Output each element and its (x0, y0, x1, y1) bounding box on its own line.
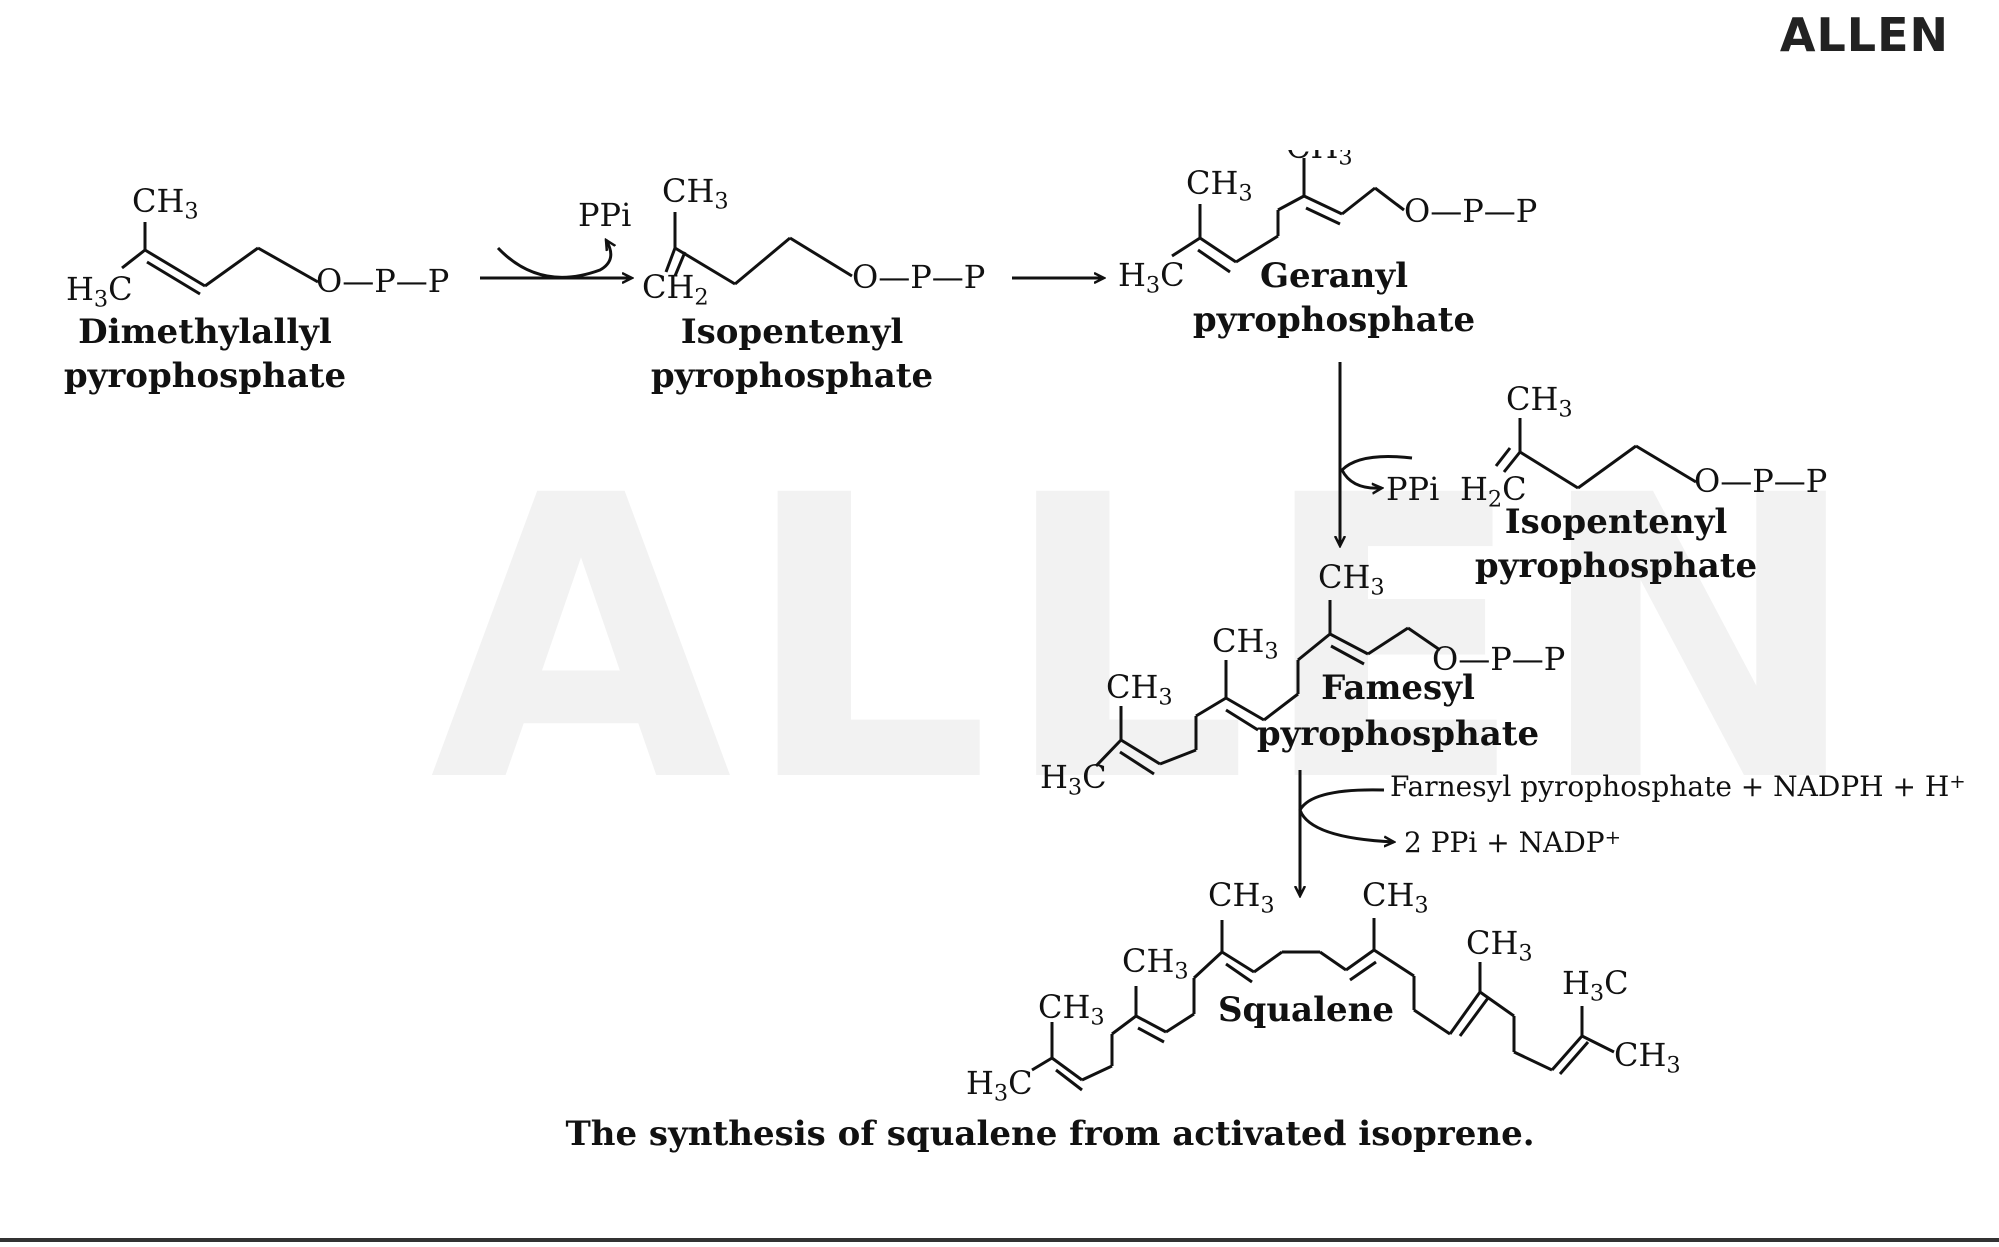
ipp2-h2c: H2C (1460, 470, 1527, 513)
fpp-h3c: H3C (1040, 758, 1107, 801)
gpp-ch3-top: CH3 (1286, 128, 1353, 171)
reaction-arrow-3 (1340, 362, 1413, 546)
gpp-opp: O—P—P (1404, 192, 1538, 230)
ipp2-name-line2: pyrophosphate (1474, 546, 1758, 586)
squalene-ch3-4: CH3 (1466, 924, 1533, 967)
fpp-opp: O—P—P (1432, 640, 1566, 678)
fpp-name-line2: pyrophosphate (1256, 714, 1540, 754)
fpp-name-line1: Famesyl (1321, 668, 1475, 708)
squalene-ch3-right: CH3 (1614, 1036, 1681, 1079)
dmapp-name-line1: Dimethylallyl (78, 312, 332, 352)
reaction-input-label: Farnesyl pyrophosphate + NADPH + H+ (1390, 770, 1966, 803)
ipp2-skeleton (1494, 418, 1697, 490)
reaction-arrow-1 (480, 240, 632, 278)
dmapp-h3c: H3C (66, 270, 133, 313)
reaction-arrow-4 (1300, 770, 1394, 896)
ipp1-name-line2: pyrophosphate (650, 356, 934, 396)
gpp-name-line1: Geranyl (1259, 256, 1409, 296)
squalene-name: Squalene (1218, 990, 1394, 1030)
bottom-rule (0, 1238, 1999, 1242)
fpp-ch3-2: CH3 (1212, 622, 1279, 665)
dmapp-name-line2: pyrophosphate (63, 356, 347, 396)
dmapp-skeleton (121, 222, 319, 296)
squalene-ch3-1: CH3 (1208, 876, 1275, 919)
squalene-skeleton (1031, 918, 1615, 1092)
fpp-ch3-3: CH3 (1106, 668, 1173, 711)
ipp2-opp: O—P—P (1694, 462, 1828, 500)
gpp-ch3: CH3 (1186, 164, 1253, 207)
fpp-ch3-1: CH3 (1318, 558, 1385, 601)
dmapp-opp: O—P—P (316, 262, 450, 300)
ipp2-ch3: CH3 (1506, 380, 1573, 423)
dmapp-ch3: CH3 (132, 182, 199, 225)
fpp-skeleton (1094, 600, 1441, 776)
ipp1-opp: O—P—P (852, 258, 986, 296)
squalene-ch3-3: CH3 (1122, 942, 1189, 985)
figure-caption: The synthesis of squalene from activated… (565, 1114, 1535, 1154)
squalene-h3c-right: H3C (1562, 964, 1629, 1007)
squalene-ch3-2: CH3 (1362, 876, 1429, 919)
reaction-output-label: 2 PPi + NADP+ (1404, 826, 1622, 859)
ipp1-ch3: CH3 (662, 172, 729, 215)
allen-logo: ALLEN (1779, 8, 1949, 62)
squalene-h3c-left: H3C (966, 1064, 1033, 1107)
ppi-label-2: PPi (1386, 470, 1440, 508)
gpp-skeleton (1171, 158, 1405, 274)
gpp-h3c: H3C (1118, 256, 1185, 299)
squalene-ch3-5: CH3 (1038, 988, 1105, 1031)
ppi-label-1: PPi (578, 196, 632, 234)
ipp2-name-line1: Isopentenyl (1504, 502, 1728, 542)
gpp-name-line2: pyrophosphate (1192, 300, 1476, 340)
ipp1-skeleton (664, 212, 853, 286)
ipp1-ch2: CH2 (642, 268, 709, 311)
ipp1-name-line1: Isopentenyl (680, 312, 904, 352)
